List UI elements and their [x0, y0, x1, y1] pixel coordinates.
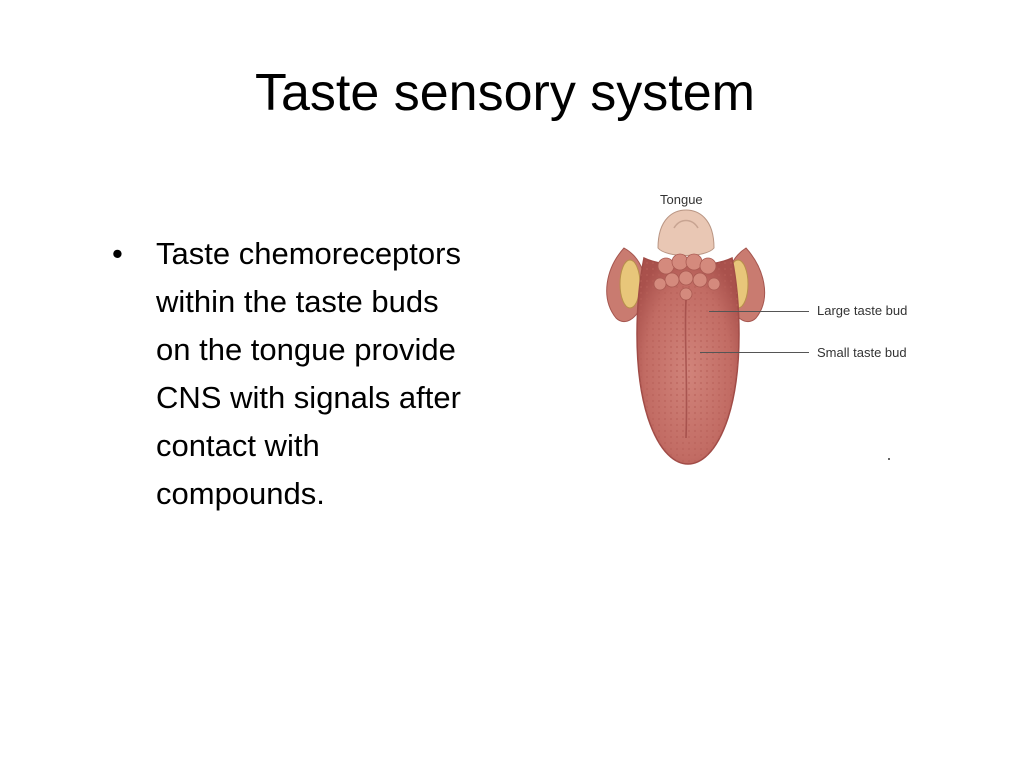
large-taste-bud-label: Large taste bud: [817, 303, 908, 318]
small-taste-bud-label: Small taste bud: [817, 345, 907, 360]
tongue-figure: Tongue Large taste bud Small taste bud: [596, 188, 926, 468]
tongue-label: Tongue: [660, 192, 703, 207]
large-taste-bud-leader: [709, 311, 809, 312]
tonsil-left: [619, 259, 641, 309]
bullet-line: within the taste buds: [156, 284, 439, 319]
tongue-illustration: [606, 209, 766, 465]
bullet-icon: •: [112, 236, 123, 271]
bullet-line: contact with: [156, 428, 320, 463]
epiglottis: [657, 209, 715, 256]
bullet-item: • Taste chemoreceptors within the taste …: [112, 230, 542, 518]
slide-title: Taste sensory system: [255, 64, 755, 122]
small-taste-bud-leader: [700, 352, 809, 353]
figure-dot: [888, 458, 890, 460]
bullet-line: compounds.: [156, 476, 325, 511]
bullet-line: on the tongue provide: [156, 332, 456, 367]
large-taste-buds: [653, 253, 721, 301]
bullet-list: • Taste chemoreceptors within the taste …: [112, 230, 542, 518]
bullet-line: CNS with signals after: [156, 380, 461, 415]
bullet-line: Taste chemoreceptors: [156, 236, 461, 271]
median-groove: [684, 299, 688, 439]
